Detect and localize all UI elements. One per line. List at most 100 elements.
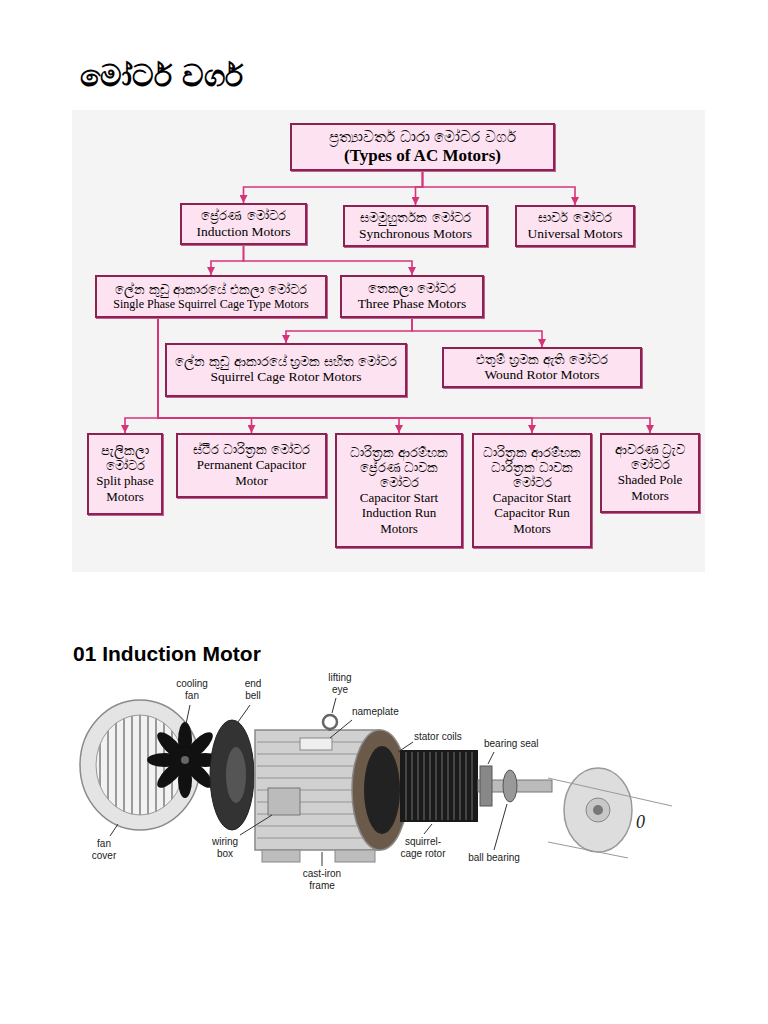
motor-frame-part	[364, 746, 400, 834]
squirrel-cage-rotor-part	[503, 770, 517, 802]
cooling-fan-part	[181, 756, 189, 764]
tree-connector	[125, 318, 158, 433]
end-cap-part	[586, 798, 610, 822]
squirrel-cage-rotor	[400, 750, 552, 822]
sinhala-name: ධාරිත්‍රක ආරම්භක ප්‍රේරණ ධාවක මෝටර	[342, 445, 456, 490]
english-name: Capacitor Start Induction Run Motors	[342, 490, 456, 537]
leader-line-part	[186, 705, 190, 724]
sinhala-name: ආවරණ ධ්‍රැව මෝටර	[607, 442, 693, 472]
category-box: සමමුහුර්තක මෝටරSynchronous Motors	[343, 205, 488, 247]
english-name: Squirrel Cage Rotor Motors	[172, 369, 400, 385]
tree-connector	[286, 318, 412, 343]
tree-connector	[158, 318, 650, 433]
category-box: ලේන කුඩු ආකාරයේ එකලා මෝටරSingle Phase Sq…	[95, 275, 327, 318]
english-name: Capacitor Start Capacitor Run Motors	[479, 490, 585, 537]
end-bell	[210, 720, 254, 830]
end-bell-part	[226, 747, 246, 803]
sinhala-name: සමමුහුර්තක මෝටර	[350, 210, 481, 226]
leader-line-part	[398, 742, 413, 752]
motor-frame	[255, 715, 408, 862]
sinhala-name: ප්‍රත්‍යාවර්ත ධාරා මෝටර වර්ග	[297, 128, 548, 146]
category-box: පැලිකලා මෝටරSplit phase Motors	[87, 433, 163, 515]
english-name: (Types of AC Motors)	[297, 146, 548, 166]
page-title: මෝටර් වර්ග	[80, 58, 243, 94]
leader-line-part	[322, 852, 323, 866]
motor-frame-part	[352, 730, 408, 850]
part-label: stator coils	[414, 731, 462, 743]
squirrel-cage-rotor-part-part	[441, 752, 443, 820]
sinhala-name: ප්‍රේරණ මෝටර	[187, 208, 300, 224]
fan-cover-part-part	[139, 700, 141, 830]
category-box: ධාරිත්‍රක ආරම්භක ධාරිත්‍රක ධාවක මෝටරCapa…	[472, 433, 592, 548]
fan-cover-part-part	[123, 700, 125, 830]
fan-cover-part-part	[99, 700, 101, 830]
cooling-fan-part	[153, 728, 188, 763]
leader-line-part	[332, 698, 336, 713]
motor-frame-part	[268, 788, 300, 815]
category-box: තෙකලා මෝටරThree Phase Motors	[340, 275, 484, 318]
fan-cover	[80, 700, 200, 830]
category-box: එතුම් භ්‍රමක ඇති මෝටරWound Rotor Motors	[442, 347, 642, 388]
sinhala-name: සාර්ව මෝටර	[522, 210, 628, 226]
squirrel-cage-rotor-part	[400, 750, 478, 822]
tree-connector	[244, 171, 423, 203]
motor-frame-part-part	[257, 837, 375, 839]
end-cap	[548, 768, 672, 858]
tree-connector	[412, 318, 542, 347]
end-cap-part	[593, 805, 603, 815]
english-name: Single Phase Squirrel Cage Type Motors	[102, 297, 320, 311]
leader-line-part	[240, 815, 272, 835]
sinhala-name: එතුම් භ්‍රමක ඇති මෝටර	[449, 352, 635, 367]
english-name: Permanent Capacitor Motor	[183, 457, 320, 488]
english-name: Induction Motors	[187, 224, 300, 240]
part-label: fan cover	[84, 838, 124, 862]
leader-line-part	[494, 804, 507, 850]
motor-frame-part	[300, 738, 332, 750]
category-box: ස්ථිර ධාරිත්‍රක මෝටරPermanent Capacitor …	[176, 433, 327, 498]
squirrel-cage-rotor-part-part	[447, 752, 449, 820]
leader-line-part	[238, 705, 250, 722]
squirrel-cage-rotor-part	[406, 752, 472, 820]
motor-frame-part	[329, 729, 332, 731]
part-label: squirrel-cage rotor	[400, 836, 446, 860]
part-label: end bell	[236, 678, 270, 702]
leader-line-part	[330, 720, 352, 738]
leader-line	[110, 698, 507, 866]
squirrel-cage-rotor-part-part	[417, 752, 419, 820]
diagram-background	[72, 110, 705, 572]
leader-line-part	[110, 824, 118, 836]
fan-cover-part-part	[147, 700, 149, 830]
fan-cover-part-part	[131, 700, 133, 830]
squirrel-cage-rotor-part-part	[411, 752, 413, 820]
fan-cover-part	[80, 700, 200, 830]
squirrel-cage-rotor-part-part	[423, 752, 425, 820]
squirrel-cage-rotor-part-part	[435, 752, 437, 820]
part-label: lifting eye	[320, 672, 360, 696]
cooling-fan-part	[171, 746, 199, 774]
category-box: ප්‍රේරණ මෝටරInduction Motors	[180, 203, 307, 245]
english-name: Wound Rotor Motors	[449, 367, 635, 383]
motor-frame-part	[335, 850, 375, 862]
stray-mark: 0	[636, 812, 645, 834]
english-name: Synchronous Motors	[350, 226, 481, 242]
english-name: Universal Motors	[522, 226, 628, 242]
sinhala-name: ලේන කුඩු ආකාරයේ භ්‍රමක සහිත මෝටර	[172, 354, 400, 369]
end-bell-part	[210, 720, 254, 830]
category-box: ධාරිත්‍රක ආරම්භක ප්‍රේරණ ධාවක මෝටරCapaci…	[335, 433, 463, 548]
sinhala-name: තෙකලා මෝටර	[347, 281, 477, 297]
section-heading: 01 Induction Motor	[73, 641, 261, 666]
part-label: bearing seal	[484, 738, 538, 750]
category-box: සාර්ව මෝටරUniversal Motors	[515, 205, 635, 247]
squirrel-cage-rotor-part	[480, 766, 492, 806]
end-cap-part	[548, 842, 628, 858]
end-cap-part	[564, 768, 632, 852]
english-name: Split phase Motors	[94, 473, 156, 504]
end-cap-part	[548, 778, 672, 806]
squirrel-cage-rotor-part-part	[405, 752, 407, 820]
tree-connector	[423, 171, 576, 205]
sinhala-name: පැලිකලා මෝටර	[94, 443, 156, 473]
sinhala-name: ධාරිත්‍රක ආරම්භක ධාරිත්‍රක ධාවක මෝටර	[479, 445, 585, 490]
sinhala-name: ස්ථිර ධාරිත්‍රක මෝටර	[183, 442, 320, 457]
squirrel-cage-rotor-part-part	[453, 752, 455, 820]
